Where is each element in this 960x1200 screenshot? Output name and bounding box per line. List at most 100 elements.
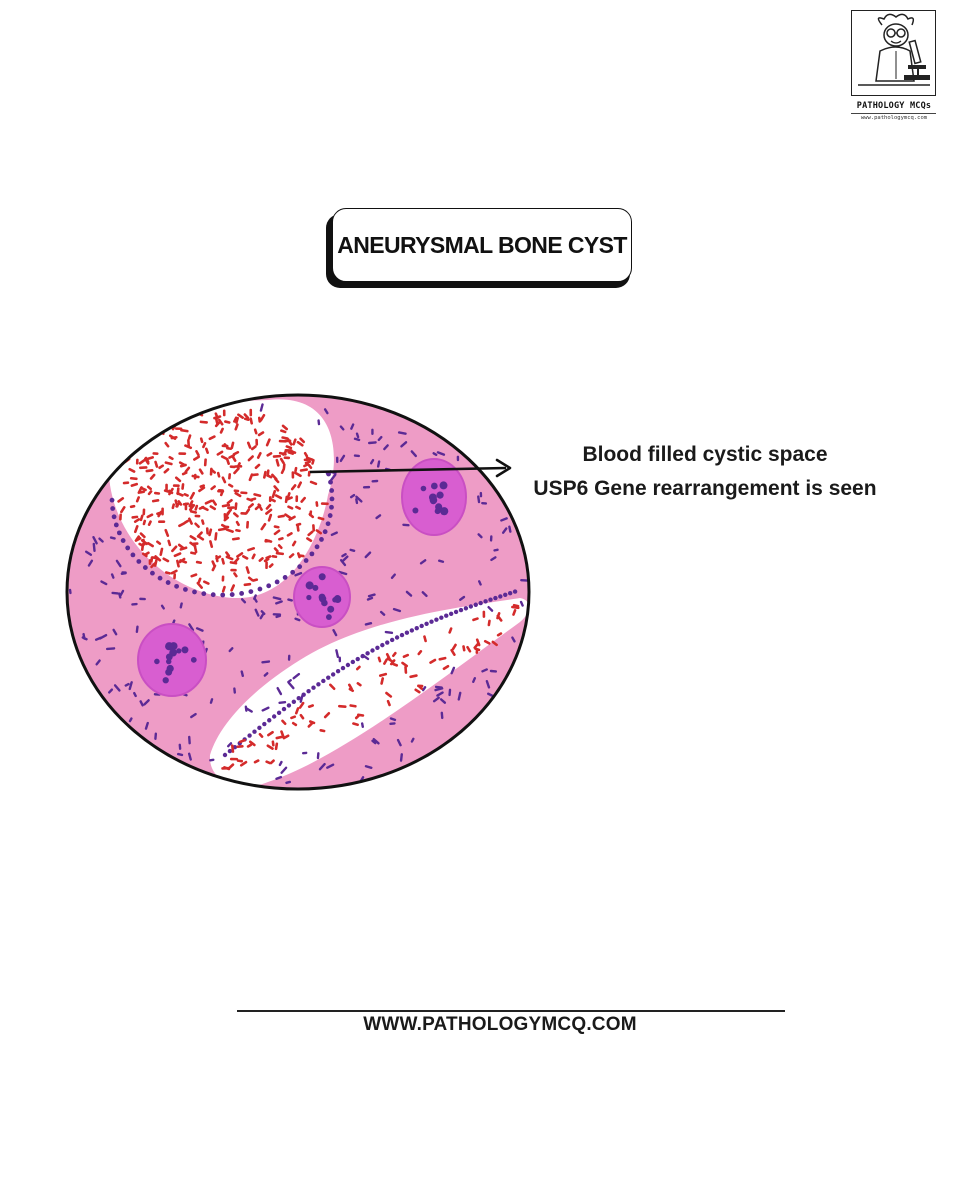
lining-nucleus	[329, 504, 334, 510]
stromal-nucleus	[128, 681, 133, 691]
red-blood-cell	[303, 463, 310, 468]
red-blood-cell	[164, 461, 173, 466]
stromal-nucleus	[376, 460, 381, 468]
stromal-nucleus	[339, 425, 345, 431]
lining-nucleus	[192, 589, 197, 595]
red-blood-cell	[299, 713, 305, 720]
lining-nucleus	[257, 586, 263, 592]
red-blood-cell	[472, 617, 479, 622]
red-blood-cell	[231, 455, 237, 462]
stromal-nucleus	[253, 594, 257, 600]
red-blood-cell	[389, 659, 396, 666]
red-blood-cell	[129, 476, 138, 481]
histology-diagram	[65, 393, 531, 791]
red-blood-cell	[257, 503, 263, 511]
red-blood-cell	[231, 537, 240, 541]
logo-name: PATHOLOGY MCQs	[856, 101, 932, 111]
red-blood-cell	[475, 638, 481, 647]
giant-cell-nucleus	[428, 493, 437, 502]
lining-nucleus	[229, 592, 235, 597]
stromal-nucleus	[278, 760, 283, 767]
red-blood-cell	[139, 490, 146, 494]
giant-cell-nucleus	[165, 642, 174, 651]
red-blood-cell	[227, 763, 235, 770]
red-blood-cell	[300, 496, 306, 503]
red-blood-cell	[247, 503, 254, 509]
red-blood-cell	[417, 650, 423, 656]
red-blood-cell	[139, 486, 147, 492]
stromal-nucleus	[94, 636, 102, 641]
stromal-nucleus	[110, 573, 115, 579]
lining-nucleus	[444, 613, 449, 618]
red-blood-cell	[163, 489, 170, 493]
red-blood-cell	[164, 441, 170, 448]
red-blood-cell	[278, 451, 287, 456]
red-blood-cell	[323, 712, 331, 719]
red-blood-cell	[139, 532, 146, 539]
red-blood-cell	[269, 759, 275, 765]
red-blood-cell	[307, 530, 314, 537]
red-blood-cell	[259, 413, 266, 422]
red-blood-cell	[201, 519, 205, 525]
lining-nucleus	[281, 706, 287, 712]
giant-cell-nucleus	[318, 595, 327, 603]
red-blood-cell	[135, 496, 140, 503]
lining-nucleus	[380, 642, 385, 648]
title-box: ANEURYSMAL BONE CYST	[332, 208, 632, 282]
red-blood-cell	[383, 658, 388, 665]
red-blood-cell	[253, 428, 258, 435]
stromal-nucleus	[275, 600, 283, 605]
lining-nucleus	[174, 583, 180, 589]
stromal-nucleus	[500, 517, 508, 522]
red-blood-cell	[296, 523, 300, 532]
lining-nucleus	[125, 545, 131, 551]
lining-nucleus	[142, 565, 148, 570]
stromal-nucleus	[240, 670, 244, 678]
red-blood-cell	[231, 744, 235, 753]
lining-nucleus	[271, 714, 277, 719]
red-blood-cell	[274, 494, 283, 500]
stromal-nucleus	[384, 630, 394, 635]
lining-nucleus	[267, 718, 272, 723]
red-blood-cell	[194, 504, 199, 511]
lining-nucleus	[375, 645, 380, 650]
stromal-nucleus	[397, 431, 407, 435]
stromal-nucleus	[410, 450, 418, 458]
red-blood-cell	[156, 540, 162, 545]
giant-cell	[137, 623, 207, 697]
stromal-nucleus	[113, 684, 121, 692]
red-blood-cell	[197, 577, 202, 584]
red-blood-cell	[230, 441, 235, 450]
stromal-nucleus	[371, 739, 377, 745]
red-blood-cell	[377, 656, 382, 663]
red-blood-cell	[295, 505, 301, 510]
red-blood-cell	[275, 458, 280, 467]
red-blood-cell	[135, 535, 140, 541]
stromal-nucleus	[335, 649, 340, 659]
lining-nucleus	[239, 591, 245, 596]
lining-nucleus	[109, 497, 115, 503]
red-blood-cell	[163, 468, 170, 474]
red-blood-cell	[190, 551, 197, 555]
stromal-nucleus	[144, 721, 149, 730]
red-blood-cell	[266, 452, 273, 457]
stromal-nucleus	[485, 679, 491, 689]
lining-nucleus	[350, 659, 356, 665]
giant-cell-nucleus	[327, 605, 335, 613]
lining-nucleus	[262, 721, 267, 727]
red-blood-cell	[243, 582, 252, 587]
red-blood-cell	[195, 560, 203, 565]
lining-nucleus	[478, 600, 483, 606]
lining-nucleus	[220, 592, 226, 598]
red-blood-cell	[195, 450, 200, 457]
red-blood-cell	[402, 653, 410, 659]
stromal-nucleus	[115, 559, 122, 568]
giant-cell-nucleus	[439, 481, 448, 490]
red-blood-cell	[209, 505, 217, 511]
lining-nucleus	[458, 607, 464, 613]
red-blood-cell	[273, 529, 281, 536]
stromal-nucleus	[179, 602, 183, 609]
red-blood-cell	[167, 539, 172, 547]
stromal-nucleus	[254, 608, 260, 617]
red-blood-cell	[142, 433, 149, 439]
